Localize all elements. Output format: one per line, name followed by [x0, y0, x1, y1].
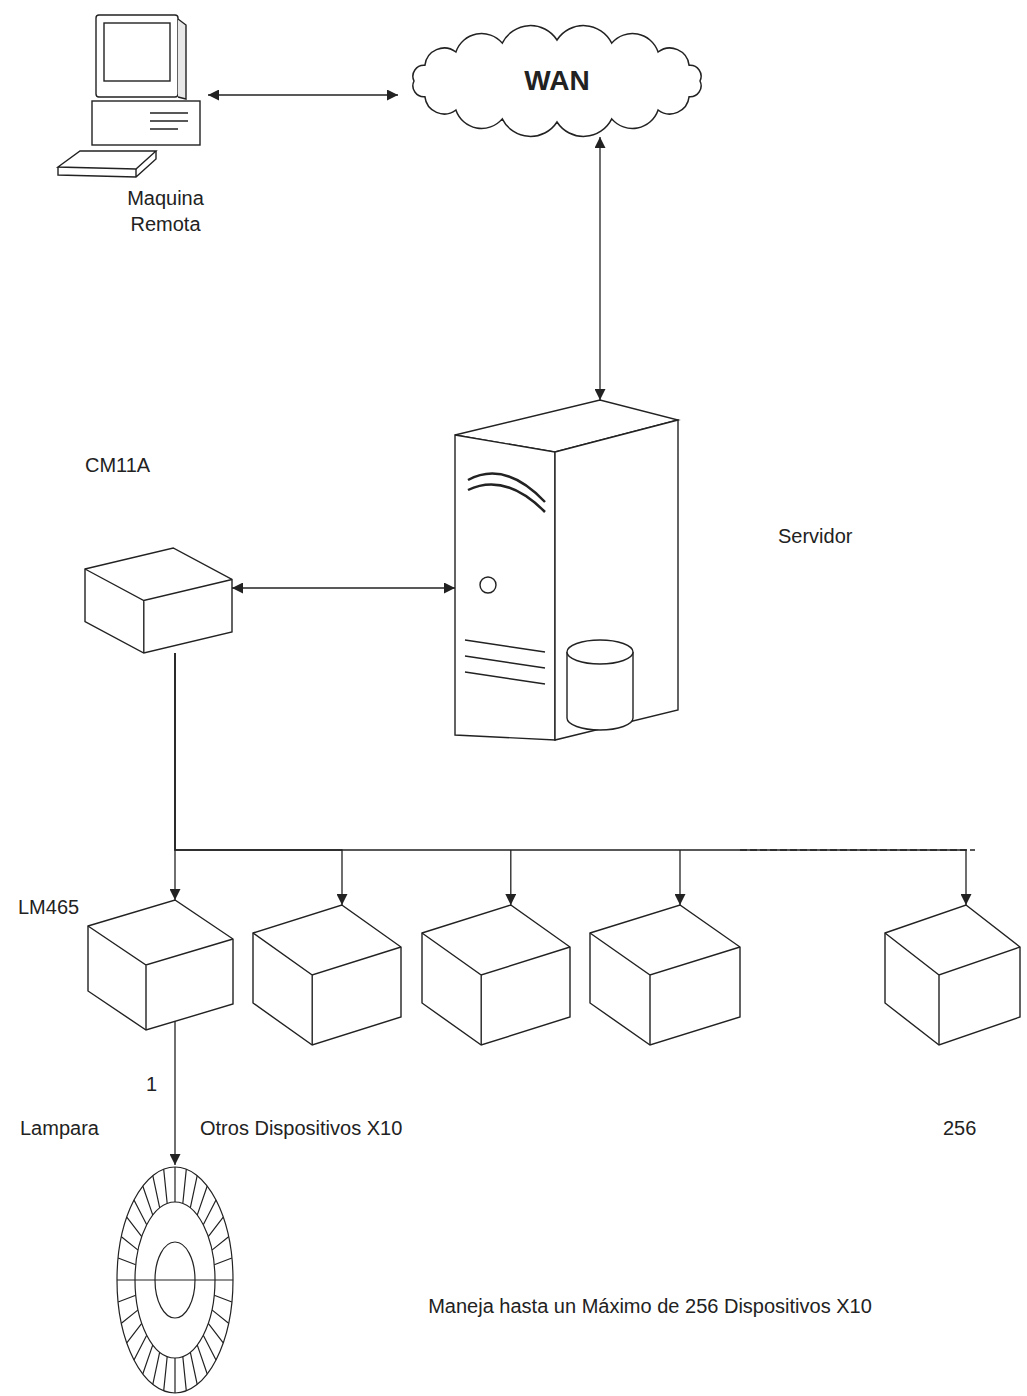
computer-icon: Maquina Remota — [58, 15, 208, 180]
bus-drop — [510, 850, 511, 905]
node-label: Otros Dispositivos X10 — [200, 1115, 402, 1141]
connector-arrow — [208, 94, 398, 95]
shape-outline — [253, 905, 401, 1045]
box-outline — [85, 548, 232, 653]
device-box: LM465 — [88, 900, 233, 1030]
wan-cloud: WAN — [398, 25, 716, 137]
disk-top — [567, 640, 633, 664]
lamp-outer — [117, 1167, 233, 1393]
tower-slot — [150, 113, 188, 129]
box-outline — [88, 900, 233, 1030]
box-outline — [590, 905, 740, 1045]
node-label: CM11A — [85, 452, 150, 478]
shape-group — [455, 400, 678, 740]
server-side — [555, 420, 678, 740]
monitor-side — [178, 19, 186, 99]
node-label: Servidor — [778, 523, 852, 549]
note-text: Maneja hasta un Máximo de 256 Dispositiv… — [400, 1292, 900, 1321]
lamp-ring — [135, 1202, 215, 1358]
node-label: Lampara — [20, 1115, 99, 1141]
screen — [104, 23, 170, 81]
device-box: Otros Dispositivos X10 — [253, 905, 401, 1045]
shape-group — [253, 905, 401, 1045]
box-outline — [422, 905, 570, 1045]
connector-arrow — [232, 587, 455, 588]
shape-group — [88, 900, 233, 1030]
node-label: 256 — [943, 1115, 976, 1141]
shape-group — [413, 26, 701, 137]
bus-drop — [679, 850, 680, 905]
shape-group — [85, 548, 232, 653]
box-edge — [422, 933, 570, 1045]
server-icon: Servidor — [450, 390, 682, 745]
lamp-icon: Lampara — [115, 1165, 235, 1395]
node-label: Maquina Remota — [103, 185, 228, 237]
server-front — [455, 435, 555, 740]
shape-outline — [88, 900, 233, 1030]
shape-outline — [885, 905, 1020, 1045]
keyboard-front — [58, 151, 156, 177]
keyboard — [58, 151, 156, 169]
shape-group — [885, 905, 1020, 1045]
interface-box: CM11A — [85, 548, 232, 653]
node-label: WAN — [524, 63, 589, 99]
box-edge — [590, 933, 740, 1045]
server-bezel — [468, 474, 545, 512]
tower — [92, 101, 200, 145]
shape-outline — [115, 1165, 235, 1395]
connector-arrow — [175, 653, 342, 905]
device-box — [422, 905, 570, 1045]
vent-line — [465, 640, 545, 684]
box-edge — [253, 933, 401, 1045]
connector-arrow — [599, 137, 600, 400]
shape-outline — [450, 390, 682, 745]
shape-outline — [85, 548, 232, 653]
monitor — [96, 15, 178, 97]
node-label: LM465 — [18, 894, 79, 920]
box-outline — [253, 905, 401, 1045]
box-edge — [88, 926, 233, 1030]
shape-group — [117, 1167, 233, 1393]
lamp-rays — [117, 1167, 233, 1393]
callout-number: 1 — [146, 1070, 157, 1099]
lamp-cross — [135, 1279, 215, 1280]
power-button — [480, 577, 496, 593]
box-edge — [885, 933, 1020, 1045]
shape-group — [58, 15, 200, 177]
connector-arrow — [175, 653, 966, 905]
box-outline — [885, 905, 1020, 1045]
box-edge — [85, 569, 232, 653]
connector-arrow — [174, 1021, 175, 1165]
shape-outline — [58, 15, 208, 180]
device-box: 256 — [885, 905, 1020, 1045]
cloud-outline — [413, 26, 701, 137]
device-box — [590, 905, 740, 1045]
